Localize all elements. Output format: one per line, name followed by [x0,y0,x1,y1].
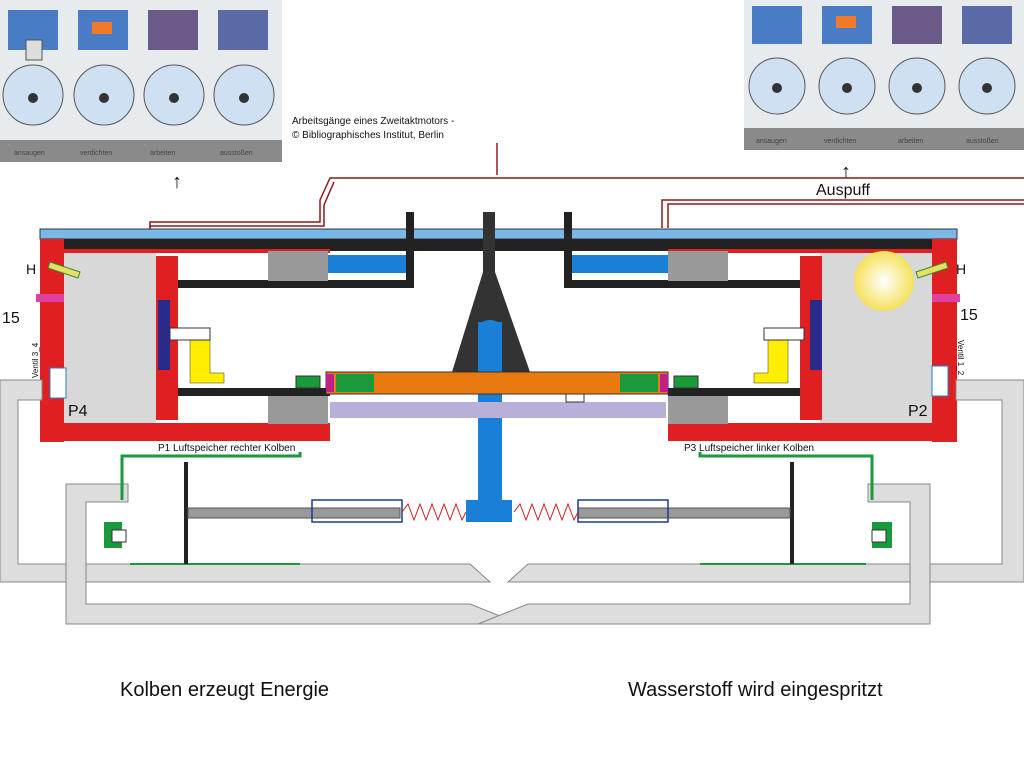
arrow-left: ↑ [172,171,182,193]
left-pressure-label: P4 [68,403,88,420]
ignition-flash-icon [854,251,914,311]
engine-body [36,212,960,520]
engine-strip-right: ansaugen verdichten arbeiten ausstoßen [744,0,1024,150]
left-valve-label: Ventil 3_4 [31,342,40,378]
engine-strip-left: ansaugen verdichten arbeiten ausstoßen [0,0,282,162]
right-pressure-label: P2 [908,403,928,420]
right-storage-label: P3 Luftspeicher linker Kolben [684,443,814,454]
engine-icon-4 [213,10,275,126]
engine-icon-5 [748,6,806,115]
strip-left-label-3: arbeiten [150,150,175,157]
right-valve-label: Ventil 1_2 [956,340,965,376]
strip-right-label-2: verdichten [824,138,856,145]
right-number: 15 [960,307,978,324]
lower-assembly [104,452,892,565]
engine-icon-7 [888,6,946,115]
source-note-line1: Arbeitsgänge eines Zweitaktmotors - [292,116,454,127]
strip-left-label-4: ausstoßen [220,150,253,157]
strip-right-label-3: arbeiten [898,138,923,145]
caption-right: Wasserstoff wird eingespritzt [628,679,883,701]
caption-left: Kolben erzeugt Energie [120,679,329,701]
engine-icon-3 [143,10,205,126]
engine-icon-8 [958,6,1016,115]
left-h-label: H [26,261,36,277]
strip-left-label-2: verdichten [80,150,112,157]
right-h-label: H [956,261,966,277]
arrow-right: ↑ [841,161,851,183]
strip-left-label-1: ansaugen [14,150,45,157]
source-note-line2: © Bibliographisches Institut, Berlin [292,130,444,141]
engine-icon-2 [73,10,135,126]
left-number: 15 [2,310,20,327]
exhaust-pipes [149,143,1024,232]
exhaust-label: Auspuff [816,182,871,199]
engine-icon-1 [2,10,64,126]
strip-right-label-4: ausstoßen [966,138,999,145]
left-storage-label: P1 Luftspeicher rechter Kolben [158,443,295,454]
engine-icon-6 [818,6,876,115]
strip-right-label-1: ansaugen [756,138,787,145]
